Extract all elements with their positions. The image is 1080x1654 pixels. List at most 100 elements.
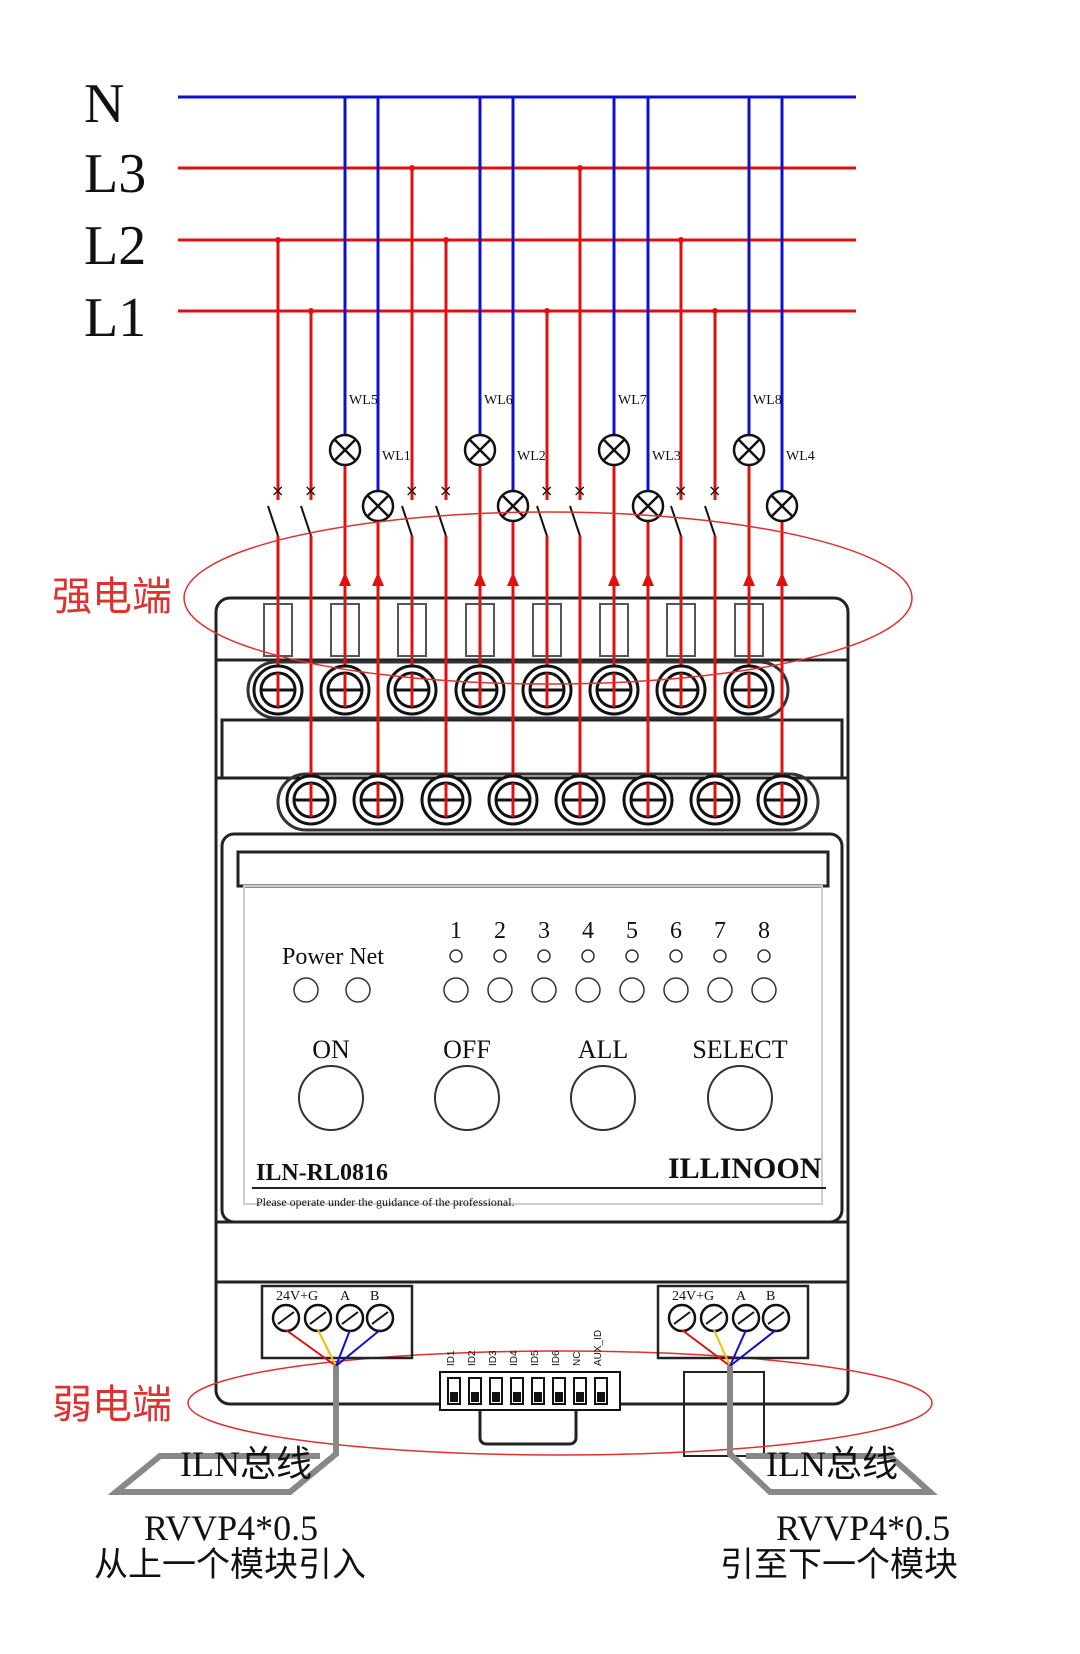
zone-label-weak: 弱电端 <box>52 1382 172 1428</box>
bus-core-wire <box>335 1329 351 1367</box>
terminal-slot <box>666 603 696 657</box>
channel-button[interactable] <box>619 977 645 1003</box>
channel-button[interactable] <box>707 977 733 1003</box>
switch-mark: × <box>271 481 284 500</box>
screw-terminal <box>285 774 337 826</box>
dip-label: AUX_ID <box>593 1330 604 1366</box>
dip-switch-body <box>439 1371 621 1411</box>
cable-right-spec: RVVP4*0.5 <box>776 1508 950 1548</box>
bus-screw-slot <box>277 1311 295 1325</box>
screw-terminal <box>655 664 707 716</box>
button-on[interactable] <box>298 1065 364 1131</box>
dip-toggle-lever <box>576 1392 584 1402</box>
lamp-label: WL4 <box>786 449 815 464</box>
channel-button[interactable] <box>487 977 513 1003</box>
dip-toggle-lever <box>471 1392 479 1402</box>
switch-blade <box>300 505 312 537</box>
arrow-up <box>642 572 654 586</box>
lamp-label: WL3 <box>652 449 681 464</box>
channel-button[interactable] <box>443 977 469 1003</box>
bus-terminal-label: B <box>370 1289 379 1304</box>
channel-led <box>713 949 727 963</box>
bus-screw-slot <box>705 1311 723 1325</box>
channel-number: 8 <box>758 918 770 944</box>
screw-terminal <box>622 774 674 826</box>
terminal-slot <box>734 603 764 657</box>
bus-screw-slot <box>673 1311 691 1325</box>
bus-label-l2: L2 <box>84 215 146 277</box>
terminal-slot <box>599 603 629 657</box>
dip-toggle-lever <box>597 1392 605 1402</box>
switch-mark: × <box>540 481 553 500</box>
bus-label-l3: L3 <box>84 143 146 205</box>
zone-label-strong: 强电端 <box>52 574 172 620</box>
dip-toggle-lever <box>492 1392 500 1402</box>
junction-dot <box>443 237 449 243</box>
bus-screw-slot <box>767 1311 785 1325</box>
net-led <box>345 977 371 1003</box>
screw-terminal <box>352 774 404 826</box>
switch-mark: × <box>304 481 317 500</box>
lamp-label: WL8 <box>753 393 782 408</box>
bus-terminal-label: G <box>308 1289 318 1304</box>
channel-button[interactable] <box>575 977 601 1003</box>
junction-dot <box>712 308 718 314</box>
channel-button[interactable] <box>663 977 689 1003</box>
bus-terminal-label: B <box>766 1289 775 1304</box>
dip-label: ID3 <box>488 1350 499 1366</box>
cable-left-desc: 从上一个模块引入 <box>94 1545 366 1585</box>
lamp-label: WL7 <box>618 393 647 408</box>
terminal-slot <box>330 603 360 657</box>
lamp-icon <box>328 433 362 467</box>
upper-terminal-strip <box>246 660 790 720</box>
dip-label: ID5 <box>530 1350 541 1366</box>
button-select[interactable] <box>707 1065 773 1131</box>
channel-led <box>669 949 683 963</box>
screw-terminals <box>252 603 808 826</box>
lamp-icon <box>463 433 497 467</box>
screw-terminal <box>521 664 573 716</box>
junction-dot <box>577 165 583 171</box>
bus-label-l1: L1 <box>84 287 146 349</box>
lamp-icon <box>765 489 799 523</box>
lamp-cross <box>637 495 659 517</box>
channel-number: 7 <box>714 918 726 944</box>
lamp-cross <box>367 495 389 517</box>
lamp-cross <box>738 439 760 461</box>
screw-terminal <box>554 774 606 826</box>
bus-screw-slot <box>737 1311 755 1325</box>
lamp-cross <box>771 495 793 517</box>
bus-core-wire <box>317 1329 337 1367</box>
switch-blade <box>670 505 682 537</box>
switch-mark: × <box>674 481 687 500</box>
lamp-cross <box>334 439 356 461</box>
cable-right <box>727 1366 938 1495</box>
lamp-cross <box>603 439 625 461</box>
arrow-up <box>507 572 519 586</box>
cable-right-desc: 引至下一个模块 <box>720 1545 958 1585</box>
switch-blade <box>267 505 279 537</box>
switch-mark: × <box>573 481 586 500</box>
switch-mark: × <box>439 481 452 500</box>
screw-terminal <box>487 774 539 826</box>
button-all[interactable] <box>570 1065 636 1131</box>
terminal-slot <box>465 603 495 657</box>
screw-terminal <box>723 664 775 716</box>
lamp-icon <box>361 489 395 523</box>
junction-dot <box>544 308 550 314</box>
screw-terminal <box>420 774 472 826</box>
channel-led <box>757 949 771 963</box>
channel-button[interactable] <box>751 977 777 1003</box>
button-off[interactable] <box>434 1065 500 1131</box>
channel-led <box>493 949 507 963</box>
bus-screw-slot <box>371 1311 389 1325</box>
bus-terminal-label: 24V+ <box>672 1289 704 1304</box>
channel-button[interactable] <box>531 977 557 1003</box>
dip-label: ID6 <box>551 1350 562 1366</box>
screw-terminal <box>756 774 808 826</box>
